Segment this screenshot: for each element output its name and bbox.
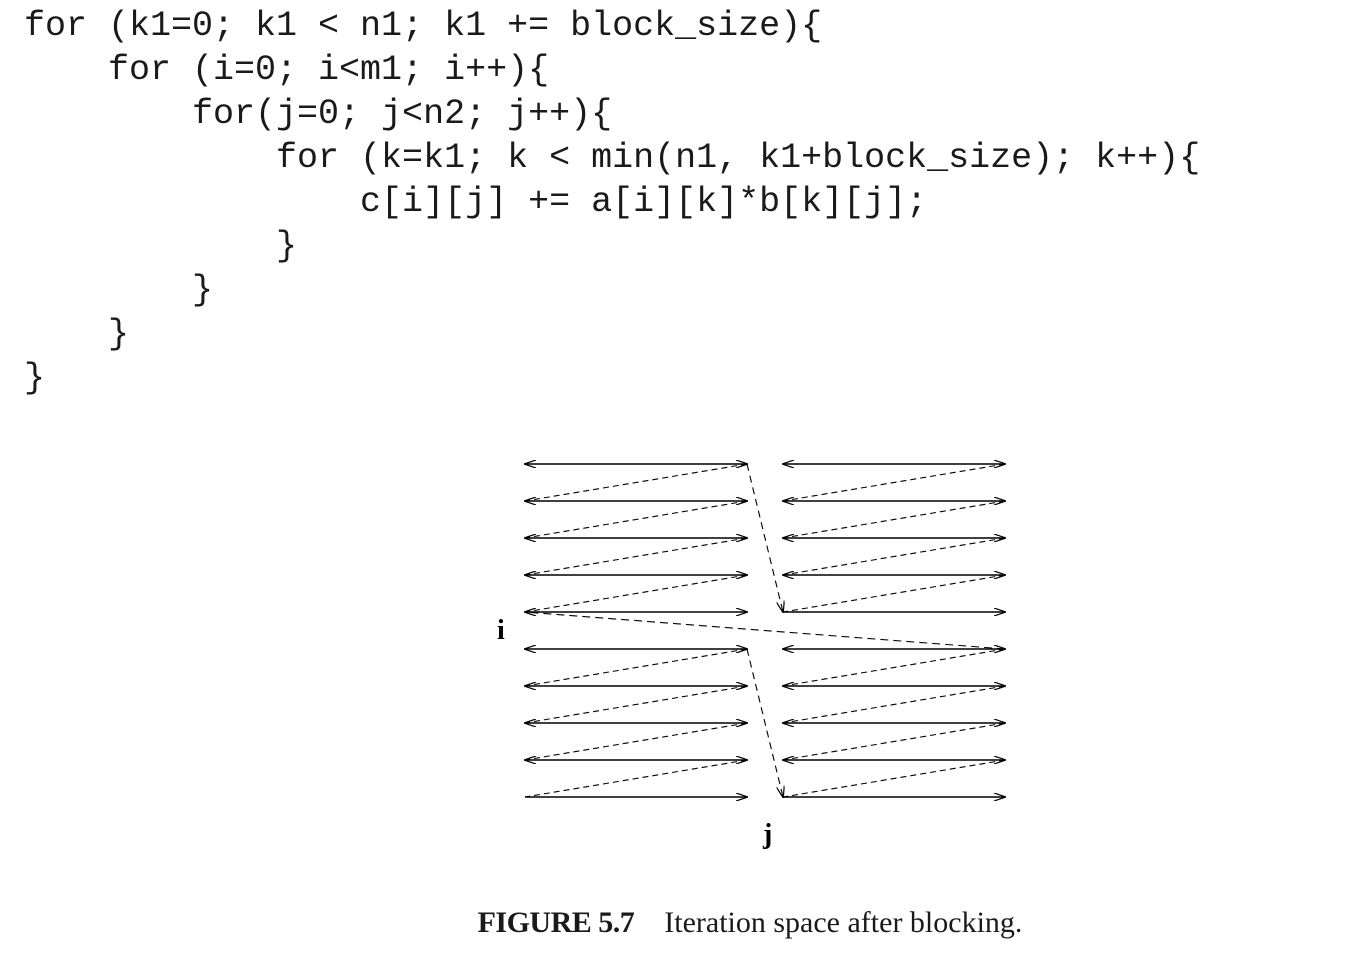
return-diagonal [782, 759, 1006, 798]
code-line: } [24, 314, 130, 354]
code-line: } [24, 270, 214, 310]
block-transition [746, 463, 783, 612]
return-diagonal [782, 537, 1006, 576]
return-diagonal [524, 685, 748, 724]
return-diagonal [782, 648, 1006, 687]
figure-caption: FIGURE 5.7 Iteration space after blocking… [0, 906, 1368, 940]
block-transition [746, 648, 783, 797]
code-line: c[i][j] += a[i][k]*b[k][j]; [24, 182, 928, 222]
return-diagonal [782, 685, 1006, 724]
code-line: for(j=0; j<n2; j++){ [24, 94, 613, 134]
code-line: for (k1=0; k1 < n1; k1 += block_size){ [24, 6, 823, 46]
return-diagonal [524, 574, 748, 613]
return-diagonal [524, 463, 748, 502]
iteration-space-diagram: i j [480, 440, 1040, 860]
code-listing: for (k1=0; k1 < n1; k1 += block_size){ f… [24, 0, 1201, 398]
code-line: for (i=0; i<m1; i++){ [24, 50, 550, 90]
return-diagonal [782, 574, 1006, 613]
figure-number: FIGURE 5.7 [477, 906, 635, 939]
return-diagonal [782, 500, 1006, 539]
axis-label-j: j [762, 819, 772, 850]
figure-caption-text: Iteration space after blocking. [664, 906, 1023, 939]
return-diagonal [524, 648, 748, 687]
return-diagonal [524, 759, 748, 798]
return-diagonal [524, 500, 748, 539]
code-line: } [24, 358, 46, 398]
axis-label-i: i [497, 615, 505, 646]
code-line: } [24, 226, 298, 266]
return-diagonal [782, 722, 1006, 761]
return-diagonal [782, 463, 1006, 502]
return-diagonal [524, 537, 748, 576]
band-transition [524, 611, 1006, 650]
iteration-space-svg: i j [497, 440, 1040, 850]
return-diagonal [524, 722, 748, 761]
code-line: for (k=k1; k < min(n1, k1+block_size); k… [24, 138, 1201, 178]
